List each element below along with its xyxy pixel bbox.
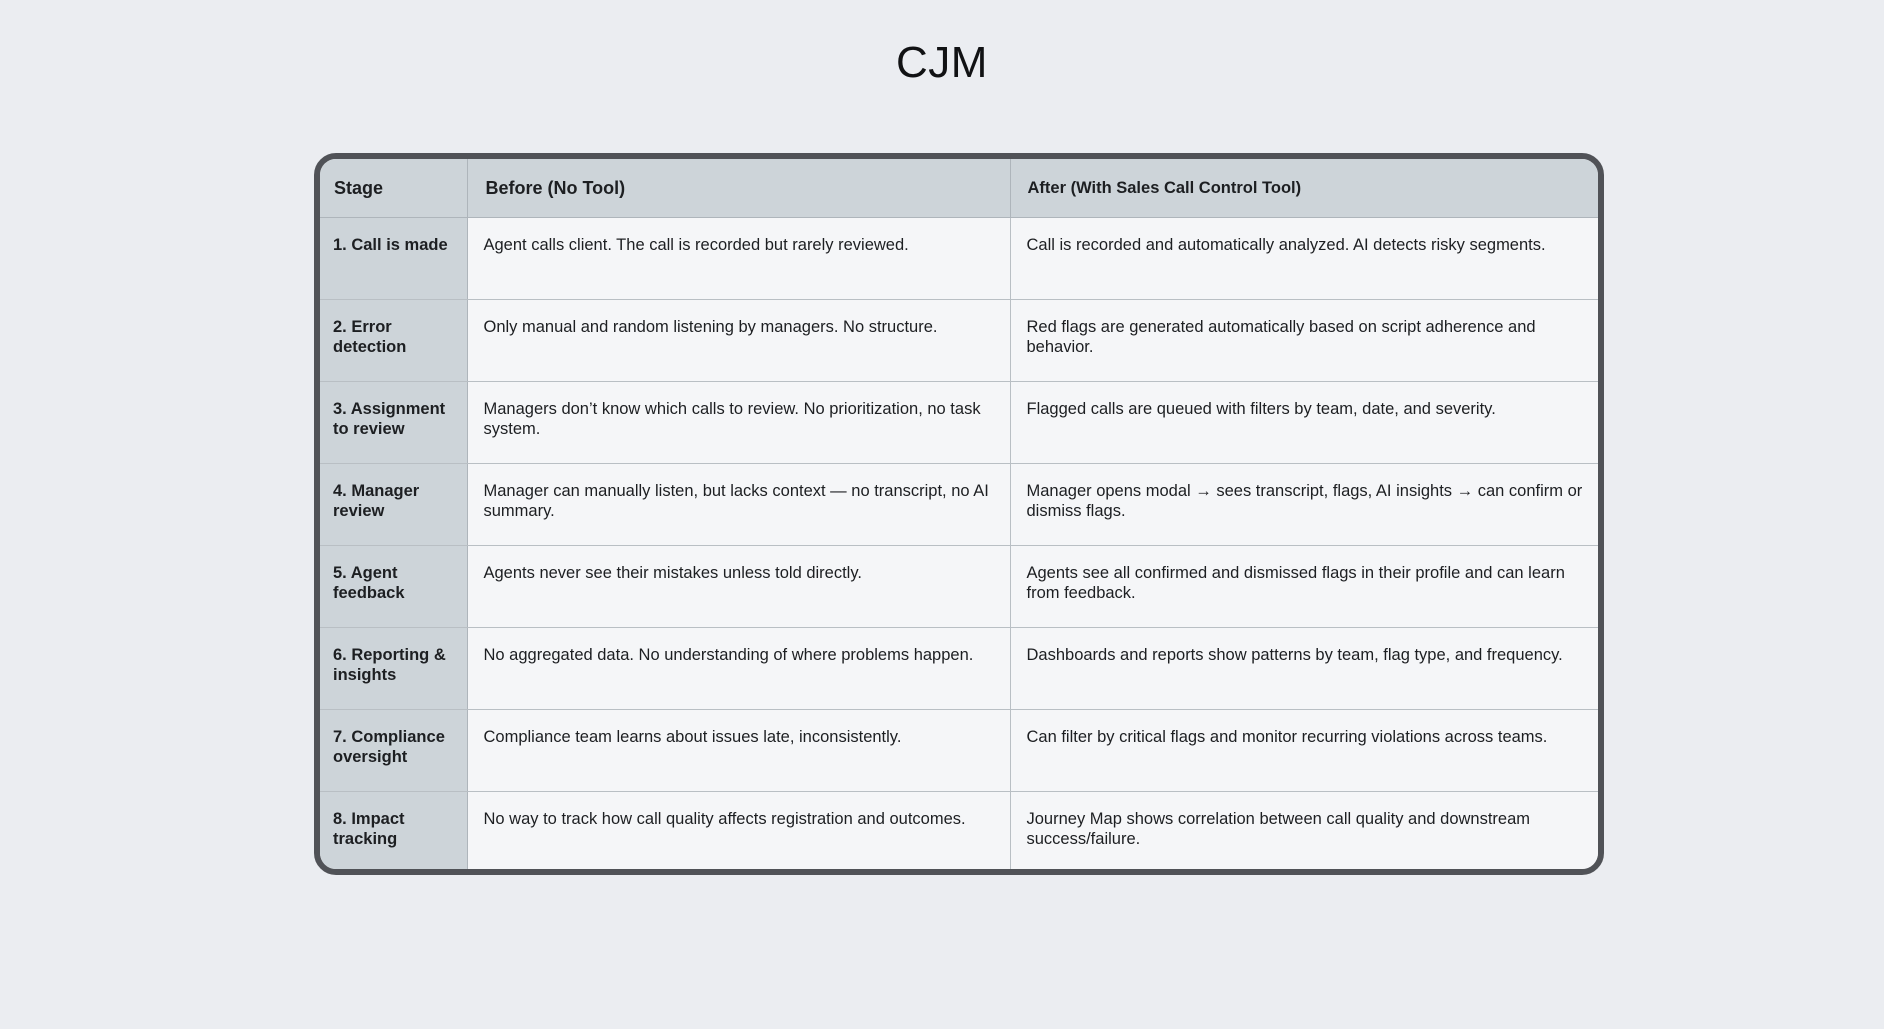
table-row: 1. Call is made Agent calls client. The …: [320, 217, 1598, 300]
column-header-after: After (With Sales Call Control Tool): [1010, 159, 1598, 218]
table-row: 7. Compliance oversight Compliance team …: [320, 709, 1598, 792]
before-cell: Agents never see their mistakes unless t…: [467, 545, 1011, 628]
cjm-table-frame: Stage Before (No Tool) After (With Sales…: [314, 153, 1604, 875]
stage-cell: 3. Assignment to review: [320, 381, 468, 464]
stage-cell: 7. Compliance oversight: [320, 709, 468, 792]
after-cell: Journey Map shows correlation between ca…: [1010, 791, 1598, 869]
table-row: 5. Agent feedback Agents never see their…: [320, 545, 1598, 628]
stage-cell: 8. Impact tracking: [320, 791, 468, 869]
table-row: 8. Impact tracking No way to track how c…: [320, 791, 1598, 869]
stage-cell: 6. Reporting & insights: [320, 627, 468, 710]
table-row: 6. Reporting & insights No aggregated da…: [320, 627, 1598, 710]
after-cell: Agents see all confirmed and dismissed f…: [1010, 545, 1598, 628]
stage-cell: 2. Error detection: [320, 299, 468, 382]
after-cell: Red flags are generated automatically ba…: [1010, 299, 1598, 382]
table-row: 4. Manager review Manager can manually l…: [320, 463, 1598, 546]
column-header-stage: Stage: [320, 159, 468, 218]
after-cell: Dashboards and reports show patterns by …: [1010, 627, 1598, 710]
stage-cell: 5. Agent feedback: [320, 545, 468, 628]
before-cell: Manager can manually listen, but lacks c…: [467, 463, 1011, 546]
before-cell: Agent calls client. The call is recorded…: [467, 217, 1011, 300]
page-title: CJM: [896, 38, 988, 87]
cjm-table: Stage Before (No Tool) After (With Sales…: [320, 159, 1598, 869]
before-cell: No way to track how call quality affects…: [467, 791, 1011, 869]
after-cell: Manager opens modal → sees transcript, f…: [1010, 463, 1598, 546]
column-header-before: Before (No Tool): [467, 159, 1011, 218]
after-cell: Flagged calls are queued with filters by…: [1010, 381, 1598, 464]
after-cell: Call is recorded and automatically analy…: [1010, 217, 1598, 300]
stage-cell: 4. Manager review: [320, 463, 468, 546]
stage-cell: 1. Call is made: [320, 217, 468, 300]
table-header-row: Stage Before (No Tool) After (With Sales…: [320, 159, 1598, 218]
table-row: 2. Error detection Only manual and rando…: [320, 299, 1598, 382]
before-cell: Only manual and random listening by mana…: [467, 299, 1011, 382]
before-cell: Managers don’t know which calls to revie…: [467, 381, 1011, 464]
after-cell: Can filter by critical flags and monitor…: [1010, 709, 1598, 792]
before-cell: No aggregated data. No understanding of …: [467, 627, 1011, 710]
table-row: 3. Assignment to review Managers don’t k…: [320, 381, 1598, 464]
before-cell: Compliance team learns about issues late…: [467, 709, 1011, 792]
